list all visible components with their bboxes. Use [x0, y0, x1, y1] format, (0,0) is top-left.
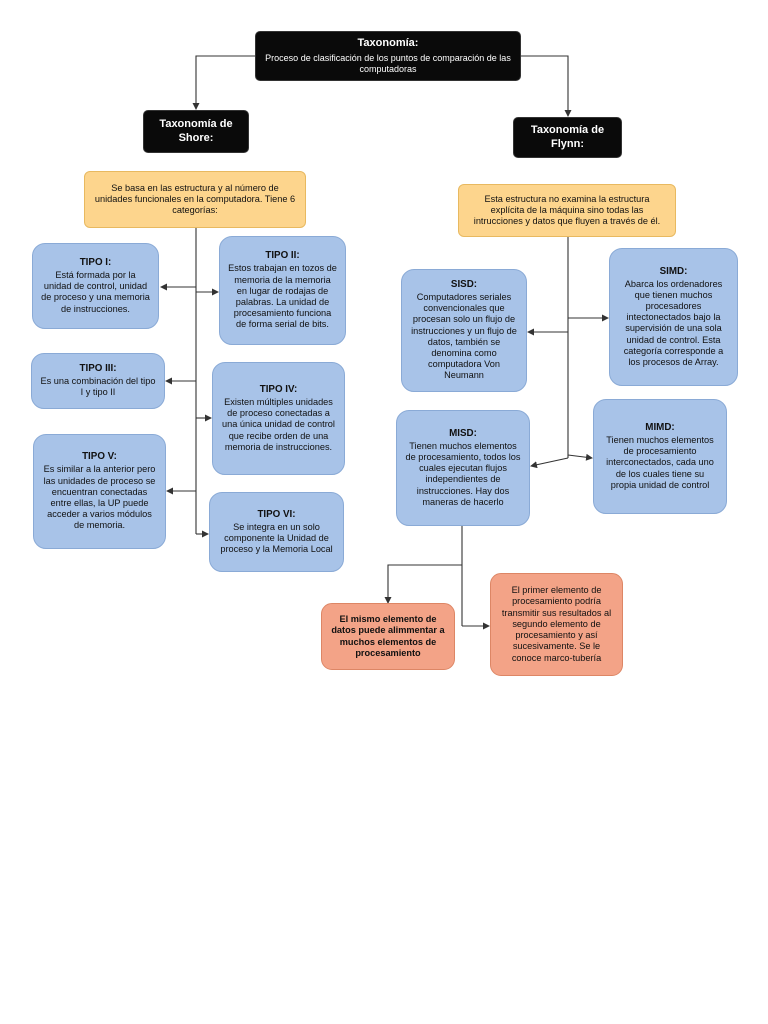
connector-misd — [530, 457, 569, 469]
tipo6-node: TIPO VI: Se integra en un solo component… — [209, 492, 344, 572]
flynn-node: Taxonomía de Flynn: — [513, 117, 622, 158]
tipo6-text: Se integra en un solo componente la Unid… — [220, 521, 333, 555]
misd-text: Tienen muchos elementos de procesamiento… — [405, 440, 521, 507]
tipo3-text: Es una combinación del tipo I y tipo II — [40, 376, 156, 398]
root-title: Taxonomía: — [357, 37, 419, 50]
misd-way1-node: El mismo elemento de datos puede alimmen… — [321, 603, 455, 670]
misd-title: MISD: — [449, 427, 477, 439]
connector-misd-way1 — [384, 564, 462, 604]
simd-text: Abarca los ordenadores que tienen muchos… — [623, 278, 724, 368]
simd-node: SIMD: Abarca los ordenadores que tienen … — [609, 248, 738, 386]
tipo5-text: Es similar a la anterior pero las unidad… — [43, 464, 156, 531]
root-subtitle: Proceso de clasificación de los puntos d… — [265, 52, 511, 74]
root-node: Taxonomía: Proceso de clasificación de l… — [255, 31, 521, 81]
mimd-node: MIMD: Tienen muchos elementos de procesa… — [593, 399, 727, 514]
sisd-node: SISD: Computadores seriales convencional… — [401, 269, 527, 392]
connector-mimd — [567, 453, 593, 461]
shore-description-text: Se basa en las estructura y al número de… — [94, 182, 296, 216]
tipo3-title: TIPO III: — [79, 363, 117, 375]
connector-root-shore — [192, 55, 255, 110]
tipo2-text: Estos trabajan en tozos de memoria de la… — [228, 263, 337, 330]
tipo1-title: TIPO I: — [79, 257, 112, 269]
tipo3-node: TIPO III: Es una combinación del tipo I … — [31, 353, 165, 409]
tipo2-title: TIPO II: — [265, 250, 300, 262]
tipo1-text: Está formada por la unidad de control, u… — [41, 270, 150, 314]
mimd-title: MIMD: — [645, 421, 675, 433]
tipo4-node: TIPO IV: Existen múltiples unidades de p… — [212, 362, 345, 475]
sisd-title: SISD: — [450, 279, 478, 290]
connector-root-flynn — [521, 55, 572, 117]
shore-title: Taxonomía de Shore: — [159, 118, 233, 144]
flynn-description: Esta estructura no examina la estructura… — [458, 184, 676, 237]
misd-way2-node: El primer elemento de procesamiento podr… — [490, 573, 623, 676]
shore-description: Se basa en las estructura y al número de… — [84, 171, 306, 228]
tipo6-title: TIPO VI: — [257, 508, 296, 520]
flynn-title: Taxonomía de Flynn: — [530, 124, 605, 150]
tipo1-node: TIPO I: Está formada por la unidad de co… — [32, 243, 159, 329]
tipo4-title: TIPO IV: — [259, 383, 298, 395]
mimd-text: Tienen muchos elementos de procesamiento… — [606, 434, 714, 490]
misd-way2-text: El primer elemento de procesamiento podr… — [501, 585, 612, 663]
simd-title: SIMD: — [659, 265, 688, 277]
sisd-text: Computadores seriales convencionales que… — [411, 291, 517, 381]
tipo4-text: Existen múltiples unidades de proceso co… — [222, 396, 335, 452]
tipo5-title: TIPO V: — [82, 451, 117, 463]
misd-way1-text: El mismo elemento de datos puede alimmen… — [331, 614, 445, 658]
misd-node: MISD: Tienen muchos elementos de procesa… — [396, 410, 530, 526]
flynn-description-text: Esta estructura no examina la estructura… — [473, 193, 661, 227]
tipo2-node: TIPO II: Estos trabajan en tozos de memo… — [219, 236, 346, 345]
shore-node: Taxonomía de Shore: — [143, 110, 249, 153]
tipo5-node: TIPO V: Es similar a la anterior pero la… — [33, 434, 166, 549]
